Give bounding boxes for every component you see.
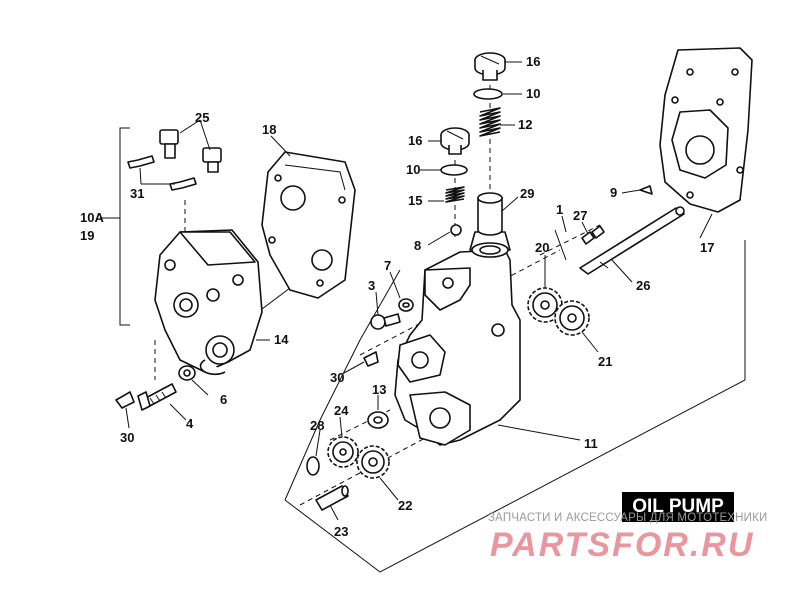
callout-27: 27 [573,208,587,223]
callout-17: 17 [700,240,714,255]
callout-23: 23 [334,524,348,539]
callout-24: 24 [334,403,349,418]
callout-12: 12 [518,117,532,132]
callout-28: 28 [310,418,324,433]
callout-25: 25 [195,110,209,125]
gear-21 [554,300,590,336]
o-ring-10-mid [440,164,468,176]
callout-19: 19 [80,228,94,243]
valve-29 [477,192,503,236]
o-ring-10-top [473,88,503,100]
callout-22: 22 [398,498,412,513]
washer-13 [367,411,389,429]
callout-10A: 10A [80,210,104,225]
cover-19 [154,229,263,376]
key-9 [639,185,653,195]
gear-24 [327,436,359,468]
callout-30b: 30 [120,430,134,445]
callout-9: 9 [610,185,617,200]
pin-23 [315,485,349,511]
ring-28 [306,456,320,476]
callout-13: 13 [372,382,386,397]
plug-30-mid [363,351,379,367]
fitting-25-b [202,147,222,173]
gasket-18 [261,151,356,299]
callout-labels: 16 10 12 16 10 15 29 8 9 1 27 17 20 26 2… [80,54,714,539]
screw-16-mid [440,127,470,155]
key-27-a [581,231,595,245]
callout-31: 31 [130,186,144,201]
washer-6 [178,365,196,381]
callout-18: 18 [262,122,276,137]
watermark-logo: PARTSFOR.RU [490,526,755,564]
callout-10b: 10 [406,162,420,177]
ball-8 [450,224,462,236]
leader-lines [125,61,713,521]
group-bracket [100,127,130,326]
callout-30a: 30 [330,370,344,385]
bolt-4 [137,383,177,411]
callout-16b: 16 [408,133,422,148]
spring-12 [479,107,501,137]
callout-16a: 16 [526,54,540,69]
diagram-title: OIL PUMP [622,492,734,522]
callout-26: 26 [636,278,650,293]
nipple-31-a [127,155,155,169]
callout-21: 21 [598,354,612,369]
spring-15 [445,186,465,203]
callout-3: 3 [368,278,375,293]
nut-7 [398,298,414,312]
nipple-31-b [169,177,197,191]
bolt-3 [370,313,401,330]
plug-30-left [115,391,135,409]
callout-7: 7 [384,258,391,273]
callout-1: 1 [556,202,563,217]
key-27-b [591,225,605,239]
screw-16-top [474,52,506,81]
watermark-tagline: ЗАПЧАСТИ И АКСЕССУАРЫ ДЛЯ МОТОТЕХНИКИ [488,512,768,524]
shaft-26 [579,206,685,275]
callout-11: 11 [584,436,598,451]
callout-8: 8 [414,238,421,253]
fitting-25-a [159,129,179,159]
gasket-17 [659,47,753,213]
callout-15: 15 [408,193,422,208]
callout-4: 4 [186,416,194,431]
callout-29: 29 [520,186,534,201]
pump-body-11 [394,231,521,446]
gear-22 [356,445,390,479]
callout-6: 6 [220,392,227,407]
callout-14: 14 [274,332,289,347]
pin-1 [554,229,567,261]
callout-10a: 10 [526,86,540,101]
callout-20: 20 [535,240,549,255]
